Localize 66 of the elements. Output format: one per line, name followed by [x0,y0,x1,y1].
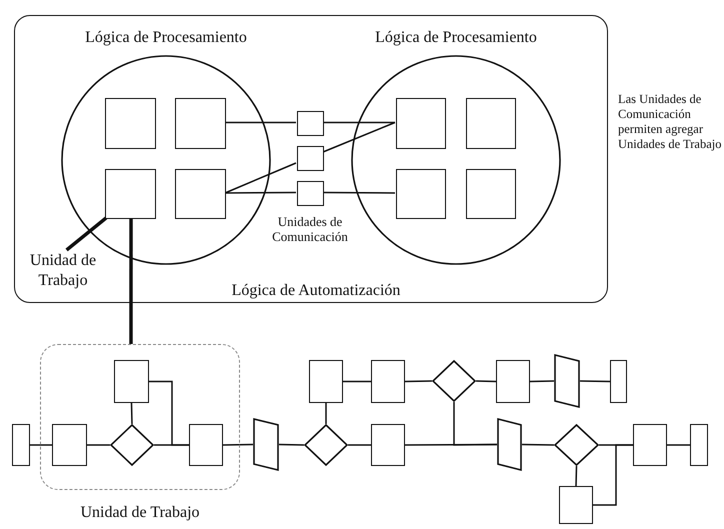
group-title: Lógica de Procesamiento [374,29,538,47]
process-box [690,424,708,466]
decision-diamond [110,424,154,466]
connector-line [325,403,327,424]
connector-line [667,444,690,446]
connector-line [343,380,371,382]
connector-line [348,444,371,446]
process-box [12,424,30,466]
connector-line [149,380,189,446]
note-text: Las Unidades de Comunicación permiten agregar Unidades de Trabajo [618,92,722,152]
connector-line [225,122,296,124]
trapezoid-shape [497,418,522,471]
connector-line [522,444,554,446]
connector-line [323,122,395,124]
connector-line [453,402,497,446]
process-box [114,360,149,403]
process-box [610,360,627,403]
process-box [189,424,223,466]
process-box [466,98,516,149]
connector-line [323,192,395,194]
connector-line [87,444,110,446]
process-box [559,486,593,524]
container-panel [14,15,608,303]
connector-line [322,122,396,153]
process-box [52,424,87,466]
dashed-group-box [40,344,240,522]
connector-line [278,444,304,446]
note-text: Unidades de Comunicación [271,214,349,244]
process-box [297,111,324,136]
connector-line [405,444,497,446]
process-box [396,98,446,149]
connector-line [130,402,133,424]
group-title: Lógica de Automatización [230,282,402,300]
process-box [371,360,405,403]
connector-line [593,444,633,506]
process-box [371,424,405,466]
decision-diamond [304,424,348,466]
connector-line [575,466,578,486]
connector-line [580,380,610,382]
connector-line [530,380,554,382]
process-box [309,360,343,403]
leader-line [66,216,108,252]
connector-line [404,380,432,382]
process-box [175,98,226,149]
connector-line [222,444,254,446]
connector-line [129,218,133,344]
group-title: Unidad de Trabajo [79,504,201,522]
connector-line [30,444,52,446]
trapezoid-shape [253,418,279,471]
process-box [496,360,530,403]
connector-line [476,380,496,382]
group-title: Lógica de Procesamiento [84,29,248,47]
process-box [466,169,516,219]
process-box [297,146,324,171]
process-box [633,424,667,466]
callout-text: Unidad de Trabajo [17,251,109,293]
decision-diamond [432,360,476,402]
process-box [396,169,446,219]
decision-diamond [554,424,599,466]
connector-line [224,162,296,194]
connector-line [225,192,296,194]
trapezoid-shape [554,354,580,408]
process-box [105,169,156,219]
process-box [297,181,324,206]
process-box [105,98,156,149]
process-box [175,169,226,219]
